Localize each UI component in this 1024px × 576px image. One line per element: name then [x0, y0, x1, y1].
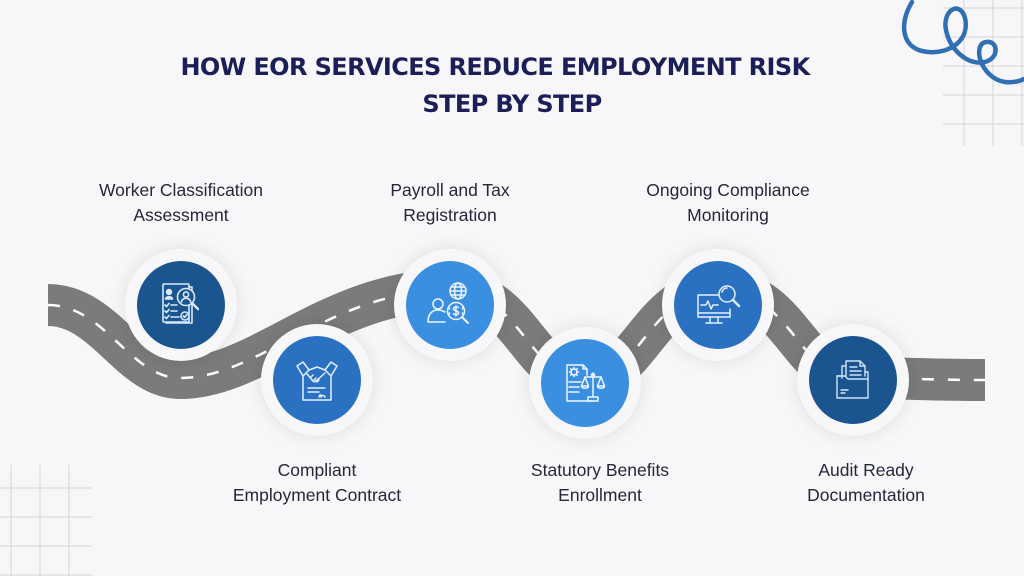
step-5-circle	[674, 261, 762, 349]
handshake-contract-icon	[296, 361, 338, 401]
document-scale-icon	[566, 364, 606, 402]
step-4-circle	[541, 339, 629, 427]
step-6-circle	[809, 336, 897, 424]
page-subtitle: STEP BY STEP	[422, 90, 602, 118]
document-search-person-icon	[162, 283, 200, 324]
grid-decoration-bottom-left	[0, 465, 92, 576]
step-3-circle	[406, 261, 494, 349]
folder-documents-icon	[836, 360, 869, 399]
swirl-decoration	[901, 0, 1024, 85]
step-2-circle	[273, 336, 361, 424]
monitor-search-icon	[697, 285, 741, 324]
person-globe-dollar-icon	[427, 282, 469, 324]
step-1-circle	[137, 261, 225, 349]
page-title: HOW EOR SERVICES REDUCE EMPLOYMENT RISK	[180, 53, 810, 81]
